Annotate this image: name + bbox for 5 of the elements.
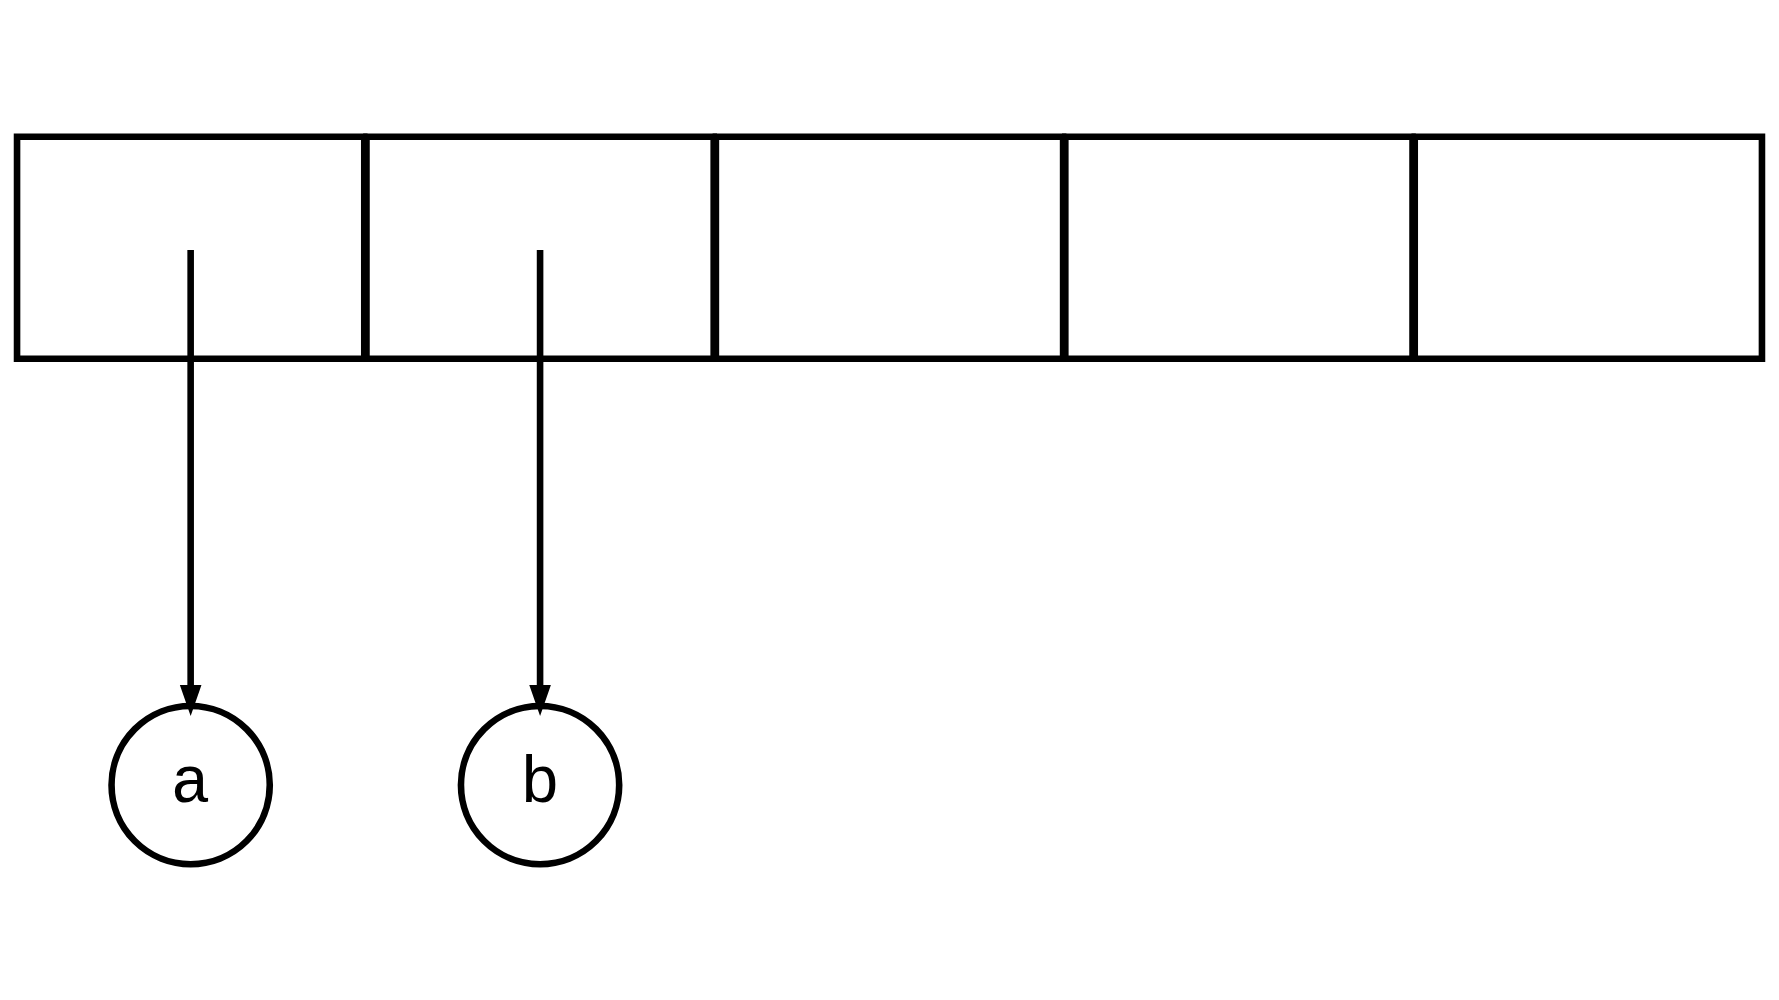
node-circle: a [108,702,274,867]
node-circle: b [457,702,623,867]
arrow [529,249,551,716]
node-box [1411,133,1766,362]
arrow [179,249,202,716]
